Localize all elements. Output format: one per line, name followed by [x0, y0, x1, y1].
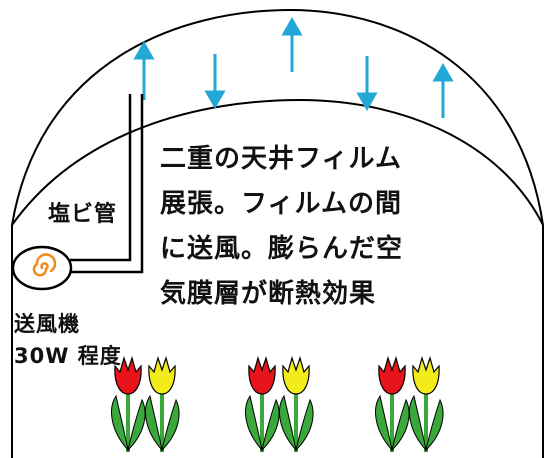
- swirl-fan-icon: [32, 253, 57, 277]
- tulip-icon: [409, 355, 444, 452]
- description-line-3: に送風。膨らんだ空: [160, 234, 404, 264]
- description-line-2: 展張。フィルムの間: [160, 189, 402, 219]
- tulip-icon: [111, 355, 146, 452]
- pvc-pipe: [70, 94, 144, 274]
- blower: [11, 245, 73, 291]
- arrow-icon: [133, 40, 155, 100]
- tulip-icon: [145, 355, 180, 452]
- tulip-icon: [245, 355, 280, 452]
- description-line-1: 二重の天井フィルム: [160, 144, 402, 174]
- arrow-icon: [356, 56, 378, 112]
- description-line-4: 気膜層が断熱効果: [160, 279, 377, 309]
- tulip-icon: [375, 355, 410, 452]
- arrow-icon: [432, 62, 454, 118]
- blower-label: 送風機: [14, 312, 80, 336]
- blower-power-label: 30W 程度: [14, 344, 122, 368]
- pipe-label: 塩ビ管: [48, 202, 118, 227]
- outer-film: [11, 8, 544, 458]
- tulips: [111, 355, 444, 452]
- arrow-icon: [281, 16, 303, 72]
- airflow-arrows: [133, 16, 454, 118]
- arrow-icon: [204, 54, 226, 110]
- tulip-icon: [279, 355, 314, 452]
- inner-film: [11, 98, 544, 226]
